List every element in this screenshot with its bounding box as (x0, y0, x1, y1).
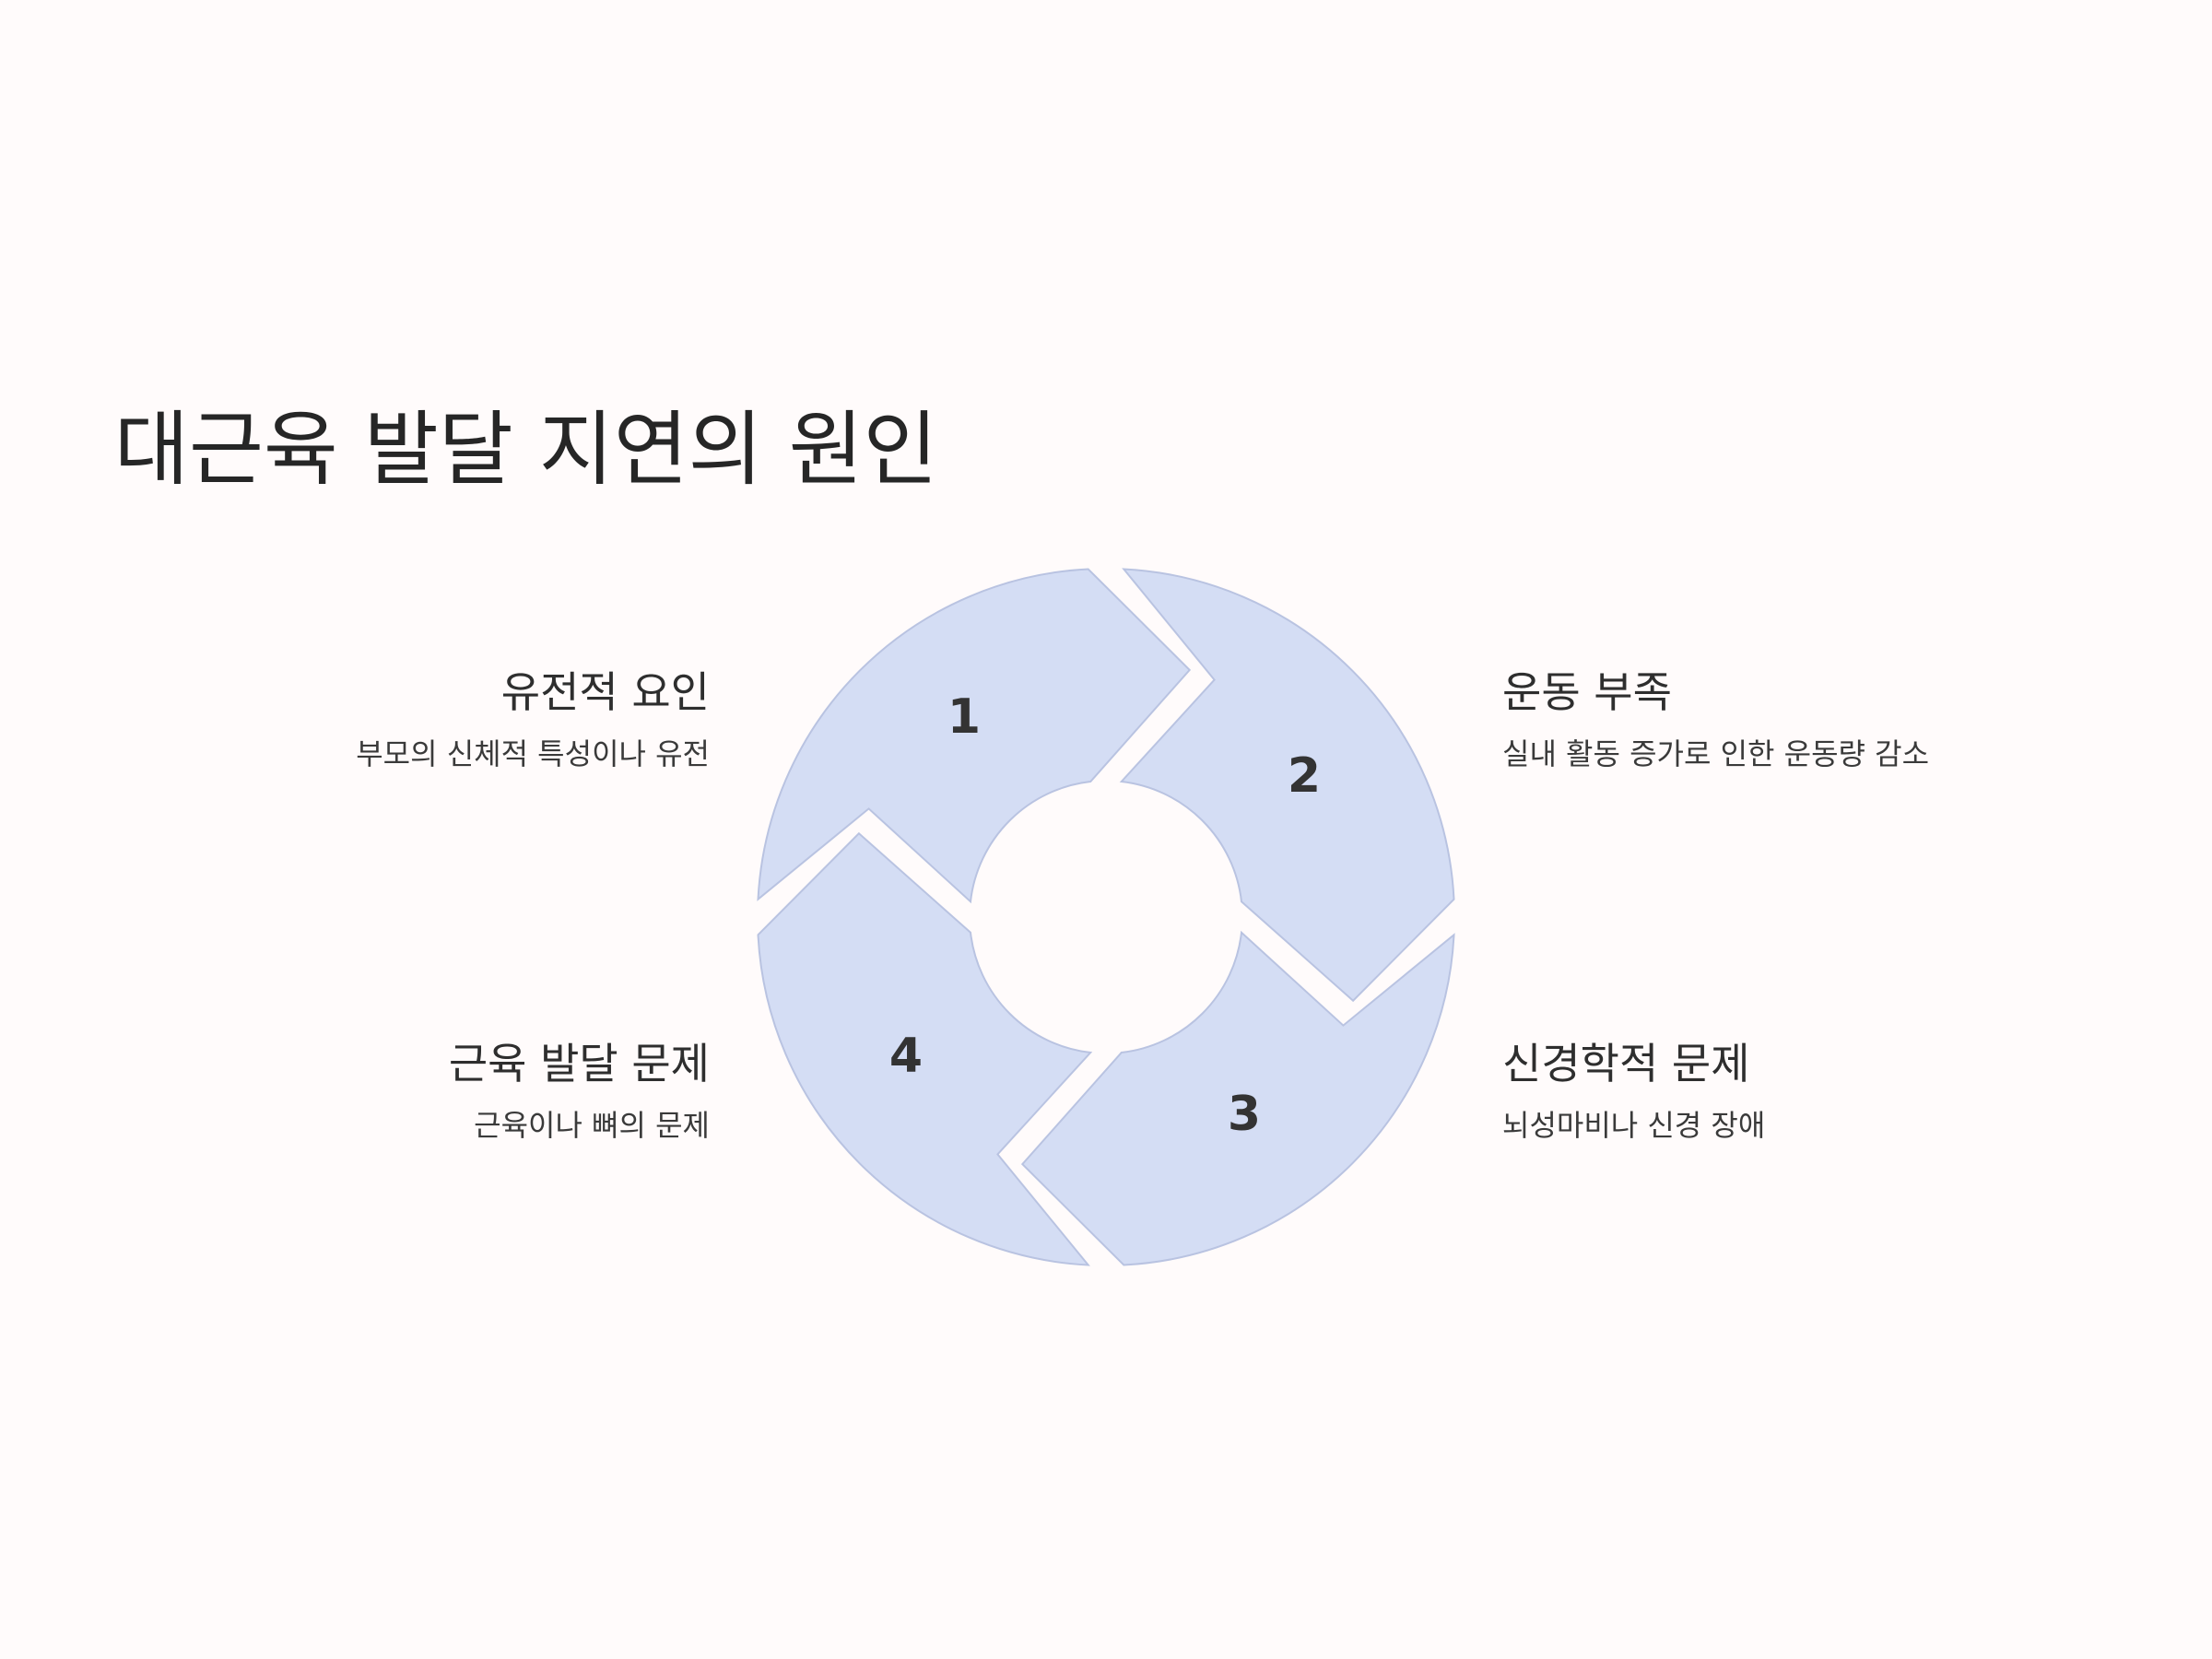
segment-label-1: 유전적 요인 부모의 신체적 특성이나 유전 (138, 664, 710, 774)
cycle-segment-1 (757, 568, 1192, 904)
segment-number-3: 3 (1228, 1087, 1261, 1142)
segment-description-2: 실내 활동 증가로 인한 운동량 감소 (1502, 736, 1930, 771)
cycle-segment-4 (757, 831, 1093, 1266)
segment-label-3: 신경학적 문제 뇌성마비나 신경 장애 (1502, 1035, 2074, 1146)
segment-description-1: 부모의 신체적 특성이나 유전 (356, 736, 710, 771)
segment-number-2: 2 (1288, 748, 1321, 804)
segment-title-2: 운동 부족 (1502, 667, 1672, 717)
segment-number-1: 1 (947, 689, 981, 745)
segment-label-2: 운동 부족 실내 활동 증가로 인한 운동량 감소 (1502, 664, 2074, 774)
segment-description-4: 근육이나 뼈의 문제 (474, 1108, 710, 1143)
cycle-segment-2 (1119, 568, 1455, 1003)
segment-title-1: 유전적 요인 (500, 667, 710, 717)
page-title: 대근육 발달 지연의 원인 (114, 402, 938, 497)
cycle-segment-3 (1020, 930, 1455, 1266)
segment-title-3: 신경학적 문제 (1502, 1039, 1750, 1088)
segment-label-4: 근육 발달 문제 근육이나 뼈의 문제 (138, 1035, 710, 1146)
segment-description-3: 뇌성마비나 신경 장애 (1502, 1108, 1766, 1143)
segment-title-4: 근육 발달 문제 (448, 1039, 710, 1088)
segment-number-4: 4 (889, 1029, 923, 1084)
